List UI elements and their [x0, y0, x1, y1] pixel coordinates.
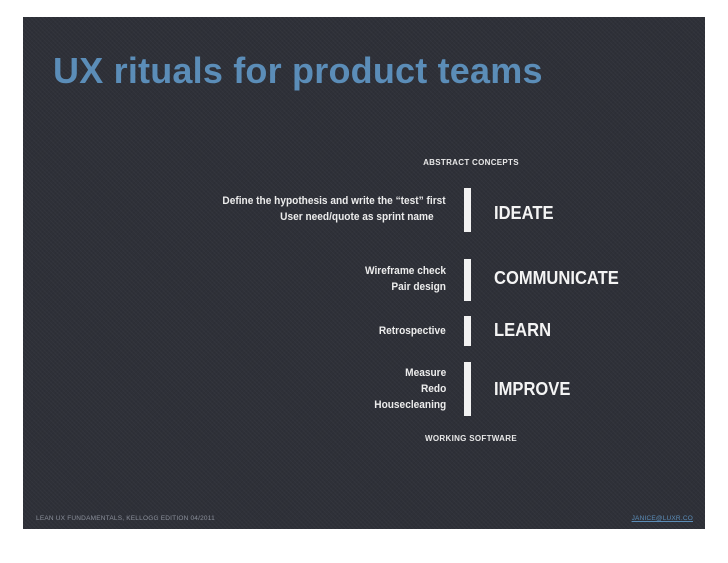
phase-label-communicate: COMMUNICATE — [494, 268, 619, 288]
phase-label-ideate: IDEATE — [494, 203, 554, 223]
list-item: Housecleaning — [374, 399, 446, 411]
phase-bar-communicate — [464, 259, 471, 301]
list-item: Pair design — [391, 281, 446, 293]
phase-label-learn: LEARN — [494, 320, 552, 340]
phase-bar-ideate — [464, 188, 471, 232]
communicate-items: Wireframe check Pair design — [365, 263, 446, 295]
axis-label-top: ABSTRACT CONCEPTS — [423, 158, 519, 167]
phase-bar-improve — [464, 362, 471, 416]
phase-label-improve: IMPROVE — [494, 379, 571, 399]
learn-items: Retrospective — [379, 323, 446, 339]
list-item: Redo — [420, 383, 446, 395]
footer-email-link[interactable]: JANICE@LUXR.CO — [631, 515, 693, 522]
improve-items: Measure Redo Housecleaning — [374, 365, 446, 413]
list-item: Wireframe check — [365, 265, 446, 277]
ideate-items: Define the hypothesis and write the “tes… — [223, 193, 446, 225]
list-item: User need/quote as sprint name — [280, 211, 435, 223]
slide: UX rituals for product teams ABSTRACT CO… — [23, 17, 705, 529]
list-item: Retrospective — [379, 325, 446, 337]
list-item: Measure — [404, 367, 446, 379]
slide-title: UX rituals for product teams — [53, 50, 543, 91]
phase-bar-learn — [464, 316, 471, 346]
axis-label-bottom: WORKING SOFTWARE — [425, 434, 517, 443]
list-item: Define the hypothesis and write the “tes… — [222, 195, 446, 207]
footer-credit: LEAN UX FUNDAMENTALS, KELLOGG EDITION 04… — [36, 515, 215, 522]
